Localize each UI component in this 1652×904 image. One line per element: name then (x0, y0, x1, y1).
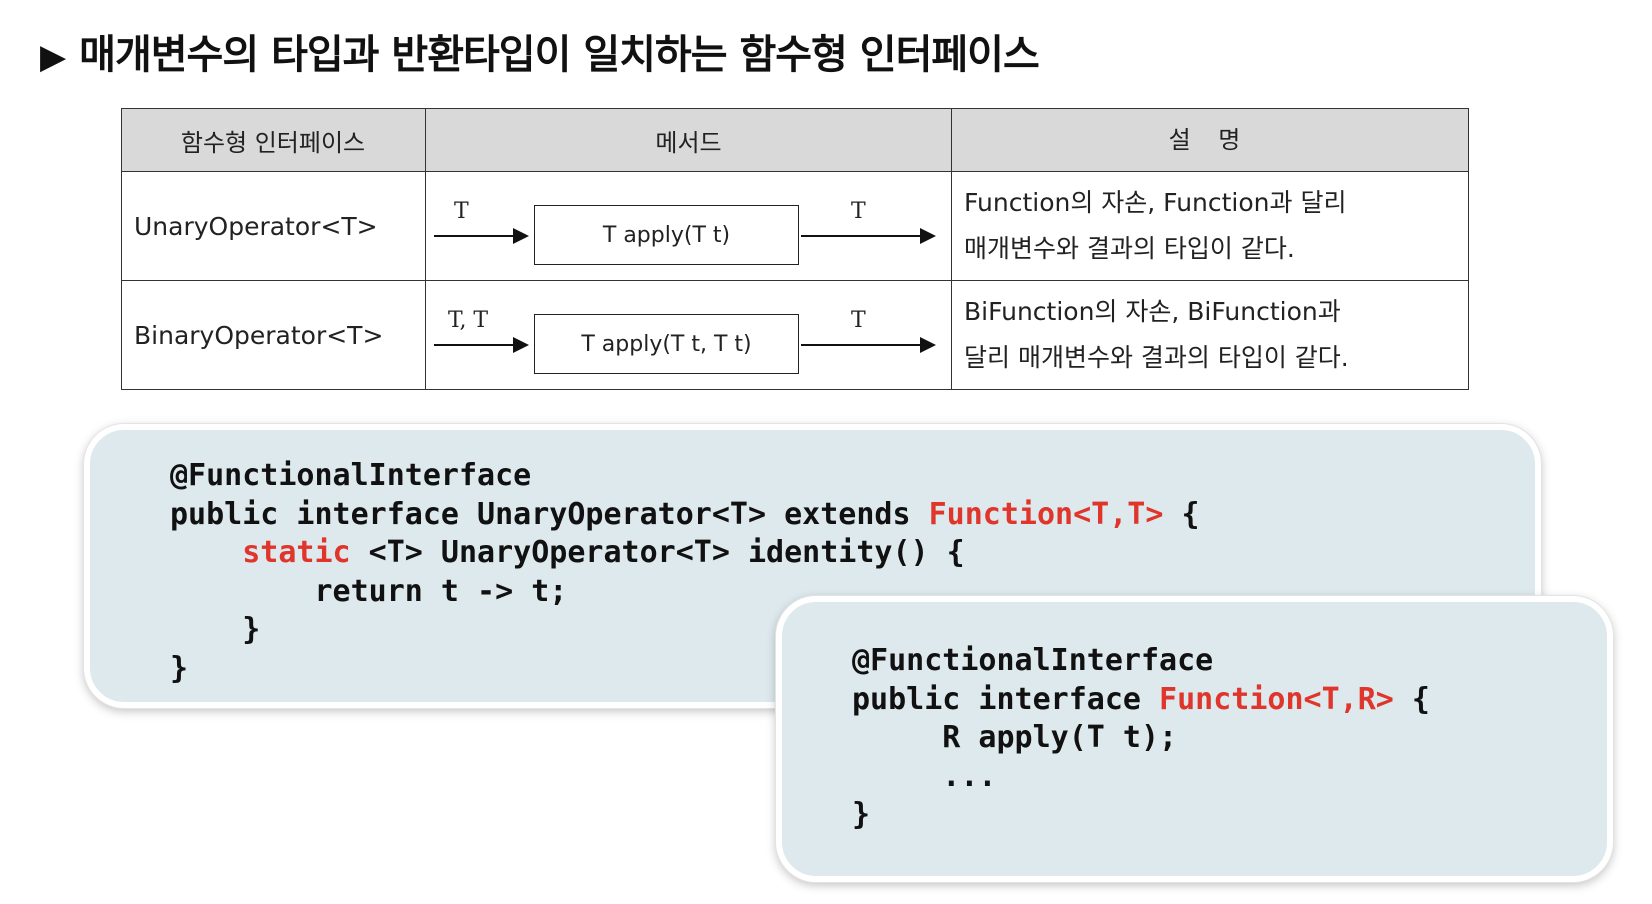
code-line: public interface Function<T,R> { (852, 681, 1607, 720)
header-method: 메서드 (425, 108, 952, 172)
code-line: R apply(T t); (852, 720, 1178, 755)
code-line: } (170, 612, 261, 647)
input-arrow-icon (434, 228, 529, 244)
table-row: UnaryOperator<T> T T apply(T t) T Functi… (121, 171, 1469, 281)
interface-name: UnaryOperator<T> (121, 171, 426, 281)
code-line: public interface UnaryOperator<T> extend… (170, 496, 1535, 535)
highlighted-type: Function<T,T> (928, 496, 1164, 532)
functional-interface-table: 함수형 인터페이스 메서드 설 명 UnaryOperator<T> T T a… (121, 108, 1469, 390)
description-line: Function의 자손, Function과 달리 (964, 188, 1347, 217)
description-cell: Function의 자손, Function과 달리 매개변수와 결과의 타입이… (951, 171, 1469, 281)
output-arrow-icon (801, 337, 936, 353)
highlighted-type: Function<T,R> (1159, 681, 1394, 717)
input-type-label: T (454, 199, 469, 224)
code-line: } (170, 650, 189, 686)
page-title: ▶ 매개변수의 타입과 반환타입이 일치하는 함수형 인터페이스 (40, 22, 1040, 80)
code-text: { (1163, 496, 1200, 532)
output-type-label: T (851, 199, 866, 224)
header-interface: 함수형 인터페이스 (121, 108, 426, 172)
code-line: static <T> UnaryOperator<T> identity() { (170, 534, 1535, 573)
table-header-row: 함수형 인터페이스 메서드 설 명 (121, 108, 1469, 172)
output-type-label: T (851, 308, 866, 333)
code-text: { (1393, 681, 1430, 717)
method-signature-box: T apply(T t, T t) (534, 314, 799, 374)
code-text: <T> UnaryOperator<T> identity() { (350, 535, 965, 570)
code-line: @FunctionalInterface (852, 643, 1214, 678)
page-title-text: 매개변수의 타입과 반환타입이 일치하는 함수형 인터페이스 (79, 32, 1040, 78)
input-arrow-icon (434, 337, 529, 353)
interface-name: BinaryOperator<T> (121, 280, 426, 390)
table-row: BinaryOperator<T> T, T T apply(T t, T t)… (121, 280, 1469, 390)
description-cell: BiFunction의 자손, BiFunction과 달리 매개변수와 결과의… (951, 280, 1469, 390)
description-line: 달리 매개변수와 결과의 타입이 같다. (964, 343, 1349, 372)
output-arrow-icon (801, 228, 936, 244)
code-line: ... (852, 758, 997, 794)
input-type-label: T, T (448, 308, 489, 333)
header-description: 설 명 (951, 108, 1469, 172)
code-line: } (852, 797, 871, 832)
method-diagram: T, T T apply(T t, T t) T (425, 280, 952, 390)
method-diagram: T T apply(T t) T (425, 171, 952, 281)
method-signature-box: T apply(T t) (534, 205, 799, 265)
code-text: public interface UnaryOperator<T> extend… (170, 496, 929, 532)
code-indent (170, 535, 242, 570)
triangle-icon: ▶ (40, 37, 66, 77)
code-text: public interface (852, 681, 1160, 717)
description-line: BiFunction의 자손, BiFunction과 (964, 297, 1341, 326)
highlighted-keyword: static (242, 535, 351, 570)
description-line: 매개변수와 결과의 타입이 같다. (964, 234, 1295, 263)
code-line: return t -> t; (170, 573, 568, 609)
code-line: @FunctionalInterface (170, 458, 532, 493)
